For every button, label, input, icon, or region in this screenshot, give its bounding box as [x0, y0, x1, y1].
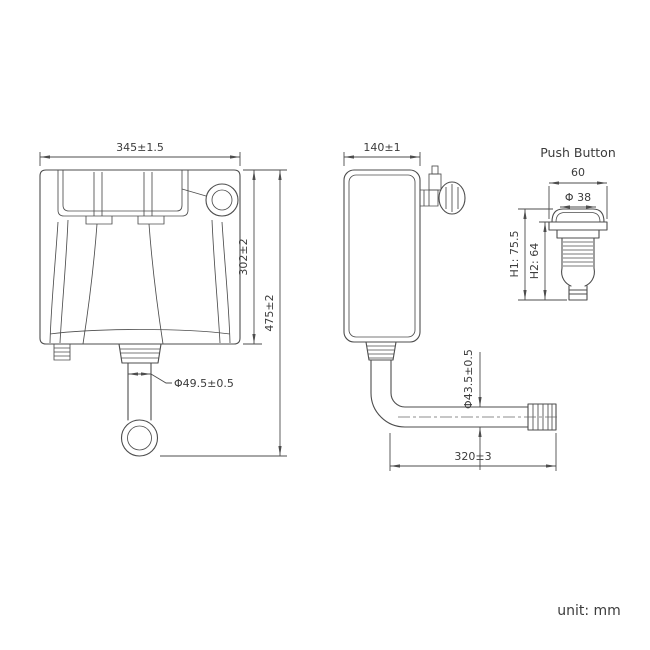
button-bottom-stem [568, 285, 588, 301]
inlet-cap [181, 183, 239, 217]
inlet-cap-leader [181, 188, 207, 197]
fill-valve-assembly [420, 165, 466, 215]
front-outlet-dia-dim: Φ49.5±0.5 [174, 377, 234, 390]
button-collar [556, 229, 600, 239]
valve-knob [438, 181, 466, 215]
front-width-dim: 345±1.5 [116, 141, 164, 154]
valve-top-cap [431, 165, 439, 175]
side-extension-lines [343, 152, 557, 471]
side-pipe-dia-dim: Φ43.5±0.5 [462, 349, 475, 409]
front-total-height-dim: 475±2 [263, 294, 276, 331]
front-outlet-dia-leader [150, 373, 172, 384]
button-dome-inner [555, 212, 601, 223]
push-button-title: Push Button [540, 145, 616, 160]
outlet-thread-front [118, 343, 162, 364]
unit-label: unit: mm [557, 603, 621, 619]
valve-stem [420, 189, 439, 207]
side-inlet-fitting [53, 344, 71, 361]
inlet-cap-outer [205, 183, 239, 217]
button-thread-lines [563, 241, 593, 267]
pb-width-extension-lines [548, 186, 608, 219]
push-button-body [548, 208, 608, 301]
tank-ribs [49, 219, 231, 345]
outlet-thread-side [365, 341, 397, 361]
valve-knob-knurl [445, 184, 459, 212]
front-body-height-dim: 302±2 [237, 238, 250, 275]
inlet-cap-inner [211, 189, 233, 211]
pb-h2-dim: H2: 64 [528, 243, 541, 279]
side-pipe-length-dim: 320±3 [454, 450, 491, 463]
outlet-thread-side-lines [367, 345, 395, 359]
button-thread-body [561, 237, 595, 269]
front-extension-lines [39, 152, 287, 457]
valve-top-body [428, 173, 442, 191]
outlet-thread-lines [120, 348, 160, 359]
elbow-flange-outer [120, 419, 159, 457]
tank-side-inner [348, 174, 416, 338]
side-view: 140±1 Φ43.5±0.5 320±3 [343, 141, 560, 471]
side-depth-dim: 140±1 [363, 141, 400, 154]
pb-width-dim: 60 [571, 166, 585, 179]
push-button-detail: Push Button 60 Φ 38 H1: 75.5 H2: 64 [508, 145, 616, 301]
tank-front-outline [39, 169, 241, 345]
tank-side-outline [343, 169, 421, 343]
tank-top-recess [57, 170, 189, 225]
button-dome [551, 208, 605, 223]
pb-dia-dim: Φ 38 [565, 191, 591, 204]
pb-h1-dim: H1: 75.5 [508, 231, 521, 278]
elbow-flange-inner [127, 425, 152, 451]
front-view: 345±1.5 302±2 475±2 Φ49.5±0.5 [39, 141, 287, 457]
button-flange [548, 221, 608, 231]
flush-pipe-front [127, 362, 152, 421]
elbow-pipe [370, 359, 529, 428]
button-lower-taper [561, 267, 595, 287]
